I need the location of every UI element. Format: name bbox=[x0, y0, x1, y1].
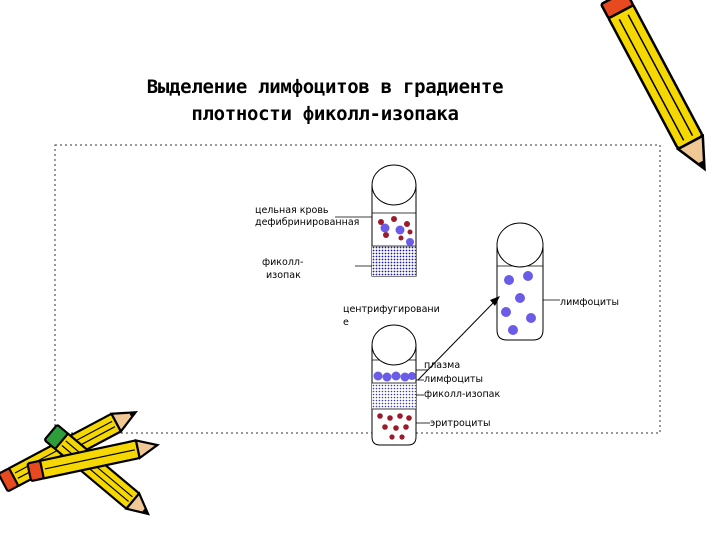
pencil-icon bbox=[600, 0, 706, 172]
label-erythrocytes: эритроциты bbox=[430, 418, 490, 429]
isolated-lymphocyte-cells bbox=[501, 271, 536, 335]
slide-title: Выделение лимфоцитов в градиенте плотнос… bbox=[60, 74, 590, 128]
label-whole-blood-1: цельная кровь bbox=[255, 205, 329, 216]
erythrocyte-pellet bbox=[377, 413, 412, 440]
title-line-2: плотности фиколл-изопака bbox=[191, 103, 459, 125]
label-lymphocytes: лимфоциты bbox=[560, 297, 619, 308]
label-ficoll-2: изопак bbox=[266, 270, 301, 281]
label-ficoll-layer: фиколл-изопак bbox=[424, 389, 500, 400]
lymphocyte-cells bbox=[380, 223, 414, 246]
red-blood-cells bbox=[378, 216, 413, 241]
label-lymphocytes-layer: лимфоциты bbox=[424, 374, 483, 385]
tube-isolated-lymphocytes bbox=[496, 222, 544, 341]
lymphocyte-band bbox=[373, 371, 416, 382]
title-line-1: Выделение лимфоцитов в градиенте bbox=[146, 76, 504, 98]
label-centrifugation-2: е bbox=[343, 317, 349, 328]
crossed-pencils-icon bbox=[0, 411, 160, 516]
leader-lines bbox=[335, 216, 560, 424]
tube-before-centrifugation bbox=[371, 164, 417, 277]
transfer-arrow bbox=[417, 296, 500, 381]
label-centrifugation-1: центрифугировани bbox=[343, 304, 440, 315]
label-plasma: плазма bbox=[424, 360, 460, 371]
tube-after-centrifugation bbox=[371, 324, 417, 446]
label-ficoll-1: фиколл- bbox=[262, 257, 303, 268]
label-whole-blood-2: дефибринированная bbox=[255, 217, 359, 228]
dotted-frame bbox=[54, 144, 661, 434]
